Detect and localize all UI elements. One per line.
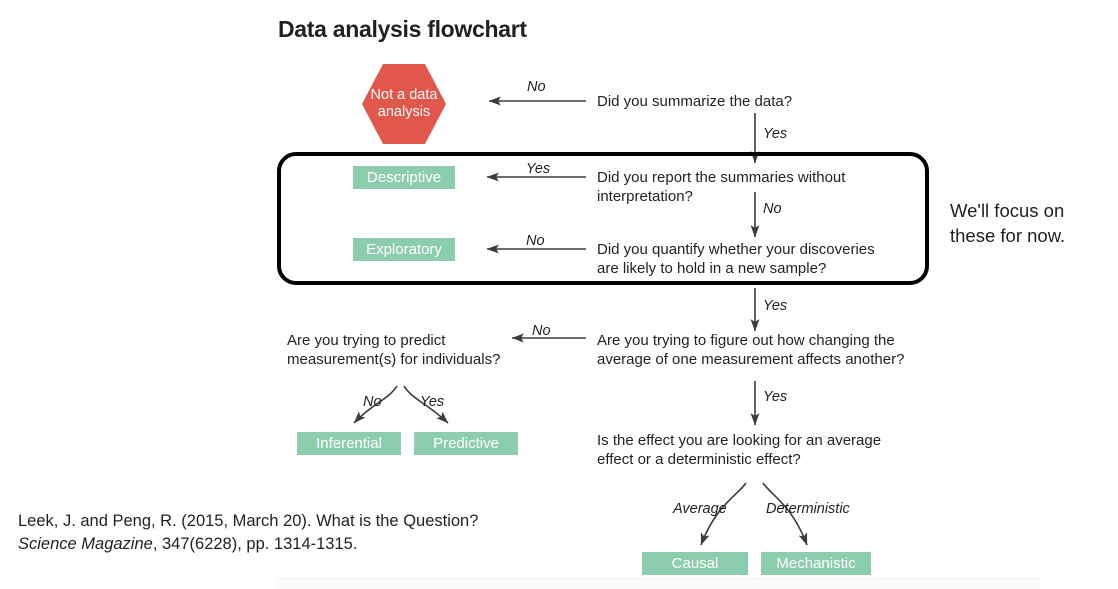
edge-label-q1-yes: Yes: [763, 126, 788, 142]
annotation-focus-note: We'll focus on these for now.: [950, 200, 1066, 246]
result-mechanistic: Mechanistic: [761, 552, 871, 575]
edge-label-q4-no: No: [532, 323, 551, 339]
question-average-or-deterministic: Is the effect you are looking for an ave…: [597, 432, 882, 468]
question-report-summaries: Did you report the summaries without int…: [597, 169, 846, 205]
edge-label-q3-yes: Yes: [763, 298, 788, 314]
edge-label-q6-deterministic: Deterministic: [766, 501, 850, 517]
highlight-box-descriptive-exploratory: [277, 152, 929, 285]
edge-label-q2-no: No: [763, 201, 782, 217]
question-summarize-data: Did you summarize the data?: [597, 93, 793, 110]
result-descriptive: Descriptive: [353, 166, 455, 189]
citation-line-1: Leek, J. and Peng, R. (2015, March 20). …: [18, 512, 479, 530]
terminal-not-a-data-analysis: Not a data analysis: [362, 64, 446, 144]
bottom-divider: [276, 578, 1040, 589]
edge-label-q1-no: No: [527, 79, 546, 95]
question-changing-average: Are you trying to figure out how changin…: [597, 332, 905, 368]
result-inferential: Inferential: [297, 432, 401, 455]
citation-line-2: Science Magazine, 347(6228), pp. 1314-13…: [18, 533, 478, 556]
edge-label-q5-yes: Yes: [420, 394, 445, 410]
citation-details: , 347(6228), pp. 1314-1315.: [152, 535, 358, 553]
page-title: Data analysis flowchart: [278, 16, 527, 42]
question-quantify-discoveries: Did you quantify whether your discoverie…: [597, 241, 875, 277]
result-exploratory: Exploratory: [353, 238, 455, 261]
edge-label-q4-yes: Yes: [763, 389, 788, 405]
result-causal: Causal: [642, 552, 748, 575]
question-predict-measurements: Are you trying to predict measurement(s)…: [287, 332, 501, 368]
citation: Leek, J. and Peng, R. (2015, March 20). …: [18, 510, 478, 556]
citation-journal: Science Magazine: [18, 535, 153, 553]
edge-label-q3-no: No: [526, 233, 545, 249]
edge-label-q5-no: No: [363, 394, 382, 410]
edge-label-q6-average: Average: [673, 501, 727, 517]
edge-label-q2-yes: Yes: [526, 161, 551, 177]
result-predictive: Predictive: [414, 432, 518, 455]
